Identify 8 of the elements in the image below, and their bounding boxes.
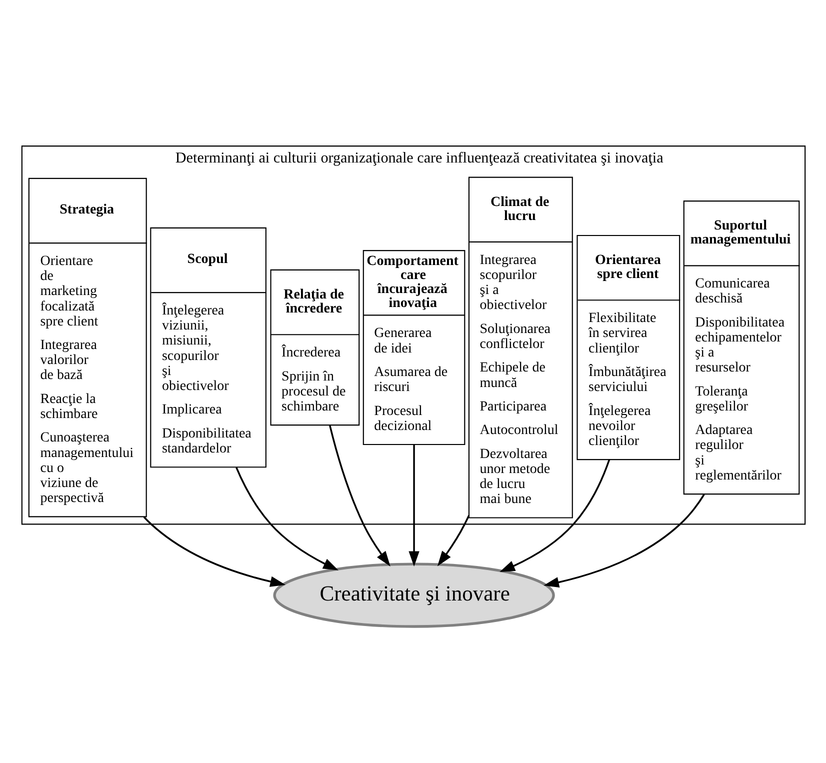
arrow (408, 444, 419, 566)
arrow (142, 516, 286, 586)
node-ellipse: Creativitate şi inovare (272, 562, 554, 628)
arrow (436, 514, 470, 566)
arrow (499, 458, 610, 572)
arrow (235, 466, 338, 570)
arrow (328, 424, 390, 566)
arrow (543, 493, 704, 588)
